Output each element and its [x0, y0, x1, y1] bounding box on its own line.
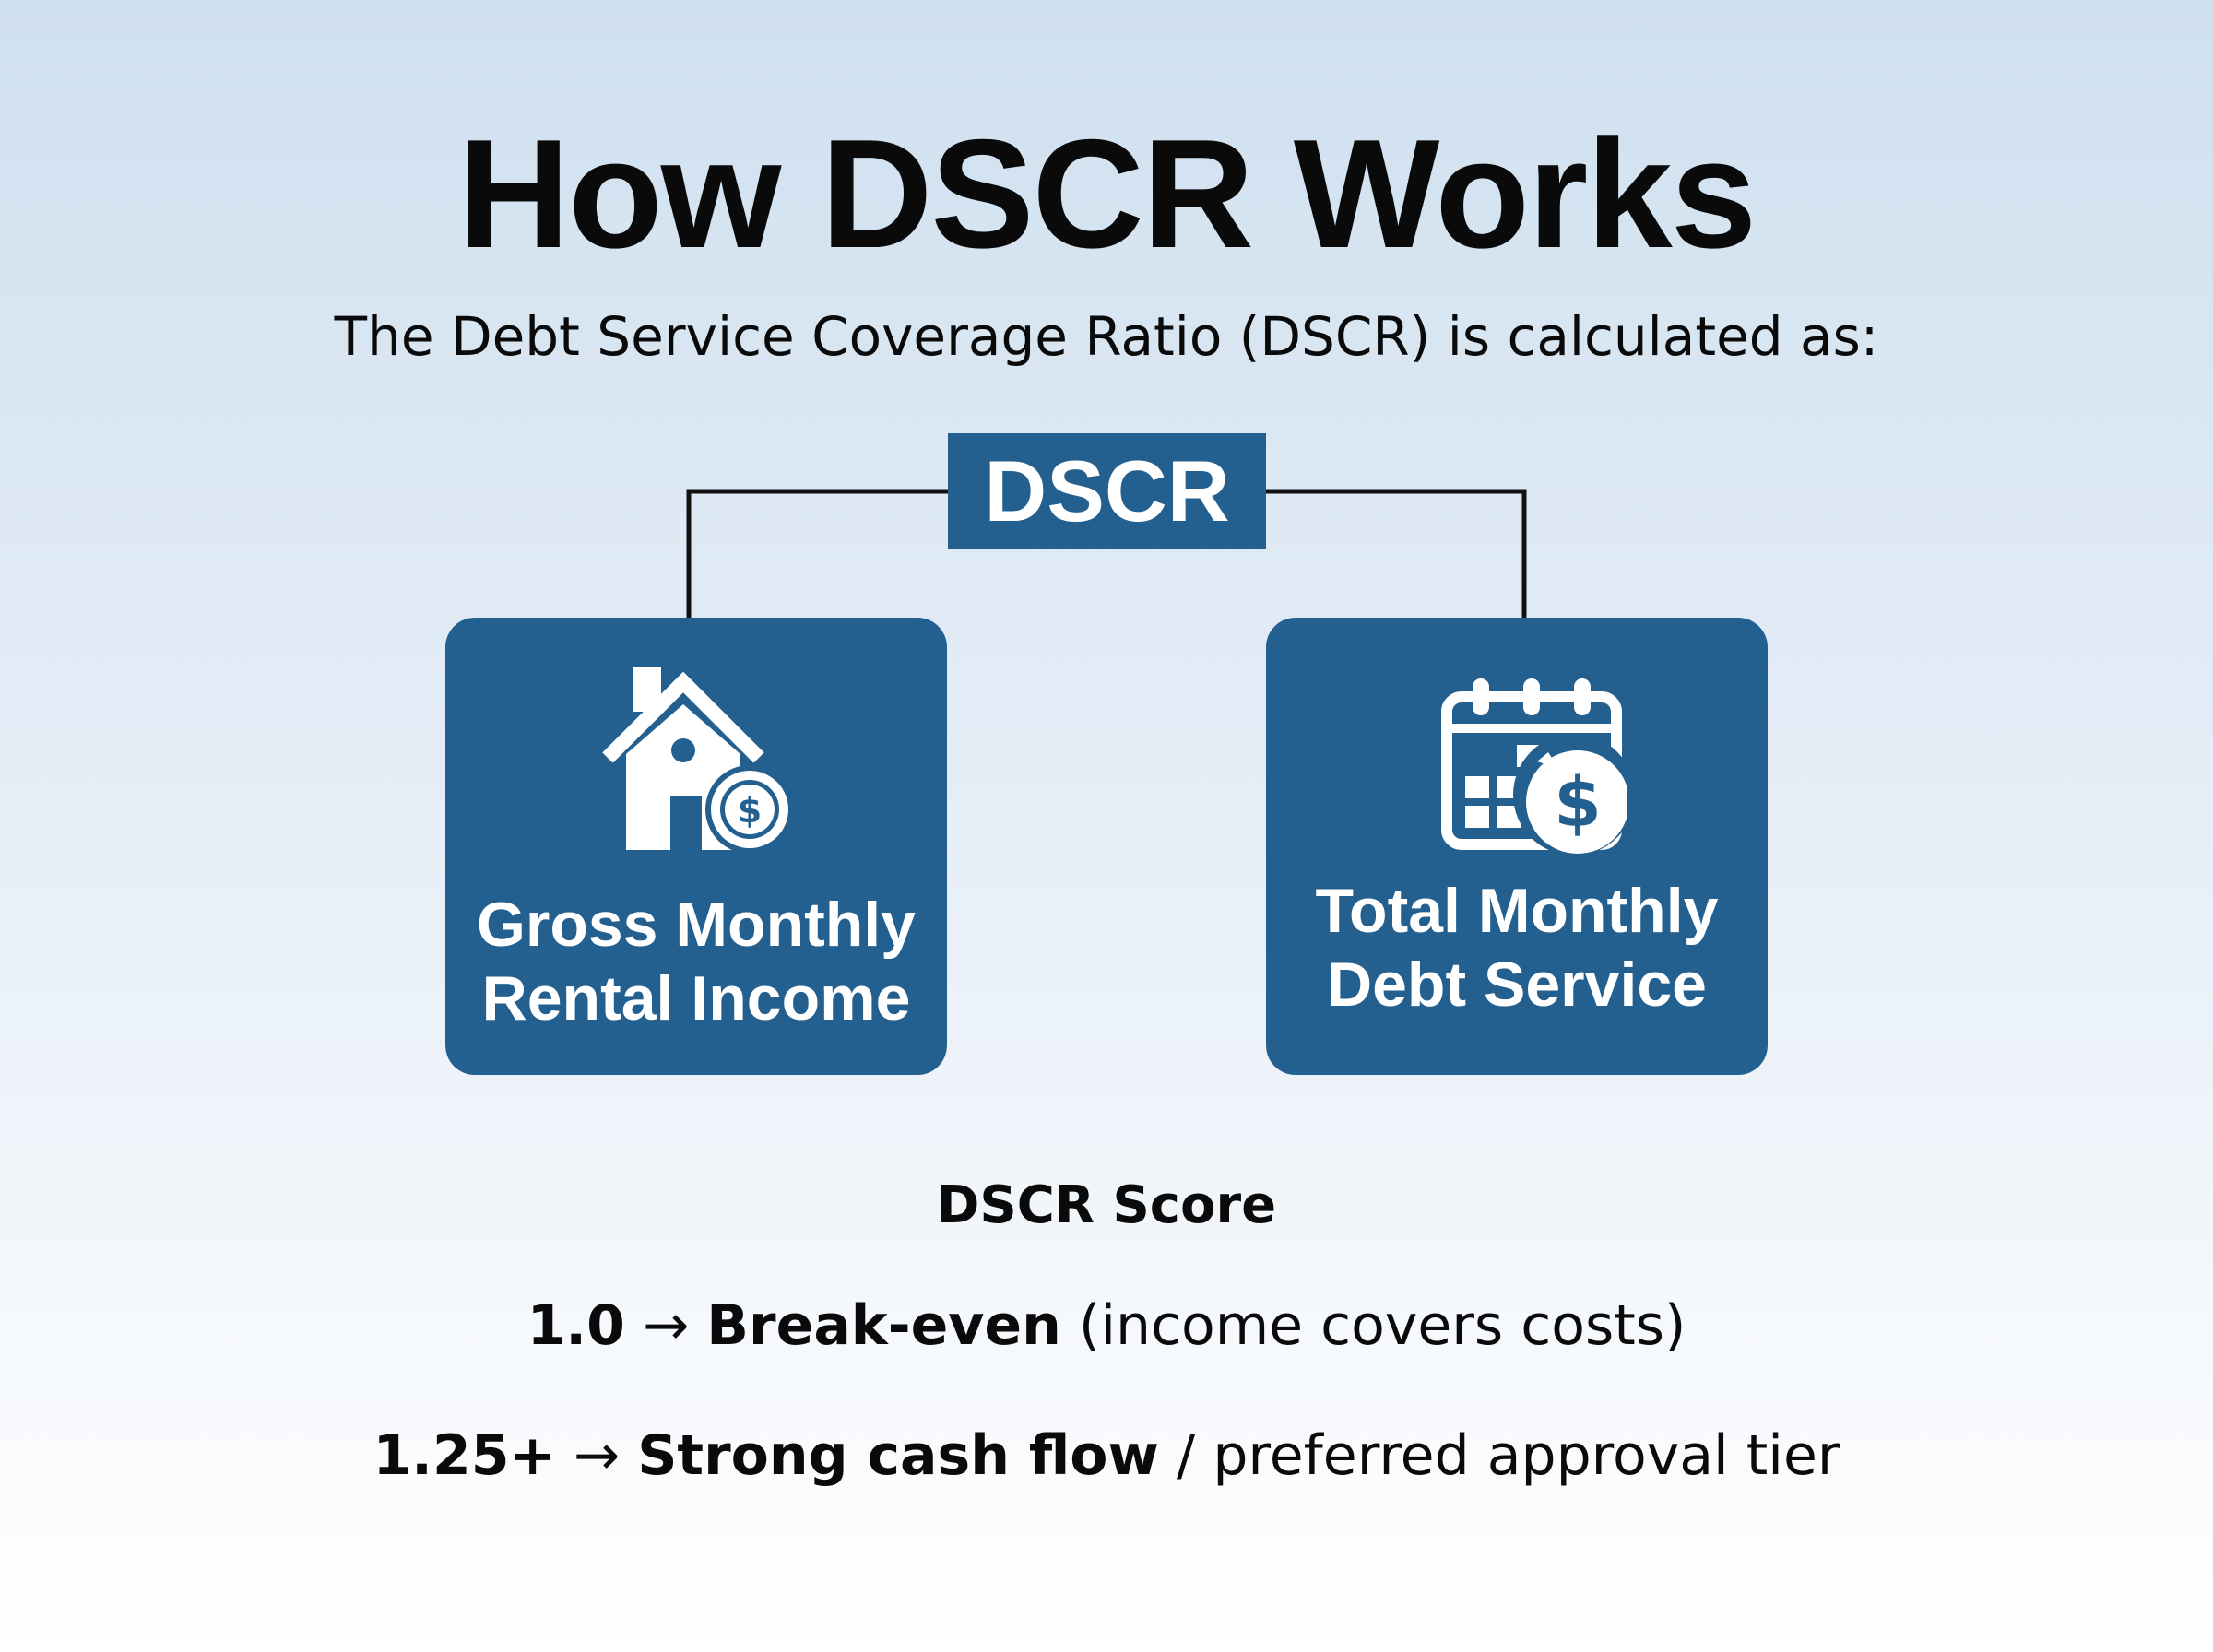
score-row-break-even: 1.0 → Break-even (income covers costs) — [0, 1287, 2213, 1364]
calendar-dollar-icon: $ — [1441, 678, 1627, 856]
score-note: (income covers costs) — [1078, 1293, 1686, 1358]
card-label-line-1: Total Monthly — [1315, 876, 1719, 946]
arrow-icon: → — [573, 1423, 621, 1488]
dscr-label: DSCR — [984, 442, 1230, 539]
page-subtitle: The Debt Service Coverage Ratio (DSCR) i… — [334, 305, 1879, 368]
arrow-icon: → — [642, 1293, 690, 1358]
score-value: 1.25+ — [373, 1423, 556, 1488]
card-total-monthly-debt-service: $ Total Monthly Debt Service — [1266, 618, 1768, 1075]
dscr-label-box: DSCR — [948, 433, 1266, 549]
card-gross-monthly-rental-income: $ Gross Monthly Rental Income — [445, 618, 947, 1075]
score-heading: DSCR Score — [936, 1175, 1277, 1235]
house-dollar-icon: $ — [602, 667, 794, 854]
score-label: Break-even — [706, 1293, 1061, 1358]
card-label-line-2: Rental Income — [481, 963, 911, 1033]
score-label: Strong cash flow — [637, 1423, 1159, 1488]
connector-right-line — [1266, 489, 1527, 618]
svg-text:$: $ — [738, 790, 762, 831]
score-note: / preferred approval tier — [1177, 1423, 1840, 1488]
page-title: How DSCR Works — [457, 107, 1757, 280]
card-label-line-1: Gross Monthly — [476, 890, 917, 960]
score-value: 1.0 — [527, 1293, 625, 1358]
svg-text:$: $ — [1554, 763, 1602, 843]
card-label-line-2: Debt Service — [1327, 950, 1707, 1020]
connector-left-line — [686, 489, 948, 618]
score-row-strong-cash-flow: 1.25+ → Strong cash flow / preferred app… — [0, 1417, 2213, 1494]
